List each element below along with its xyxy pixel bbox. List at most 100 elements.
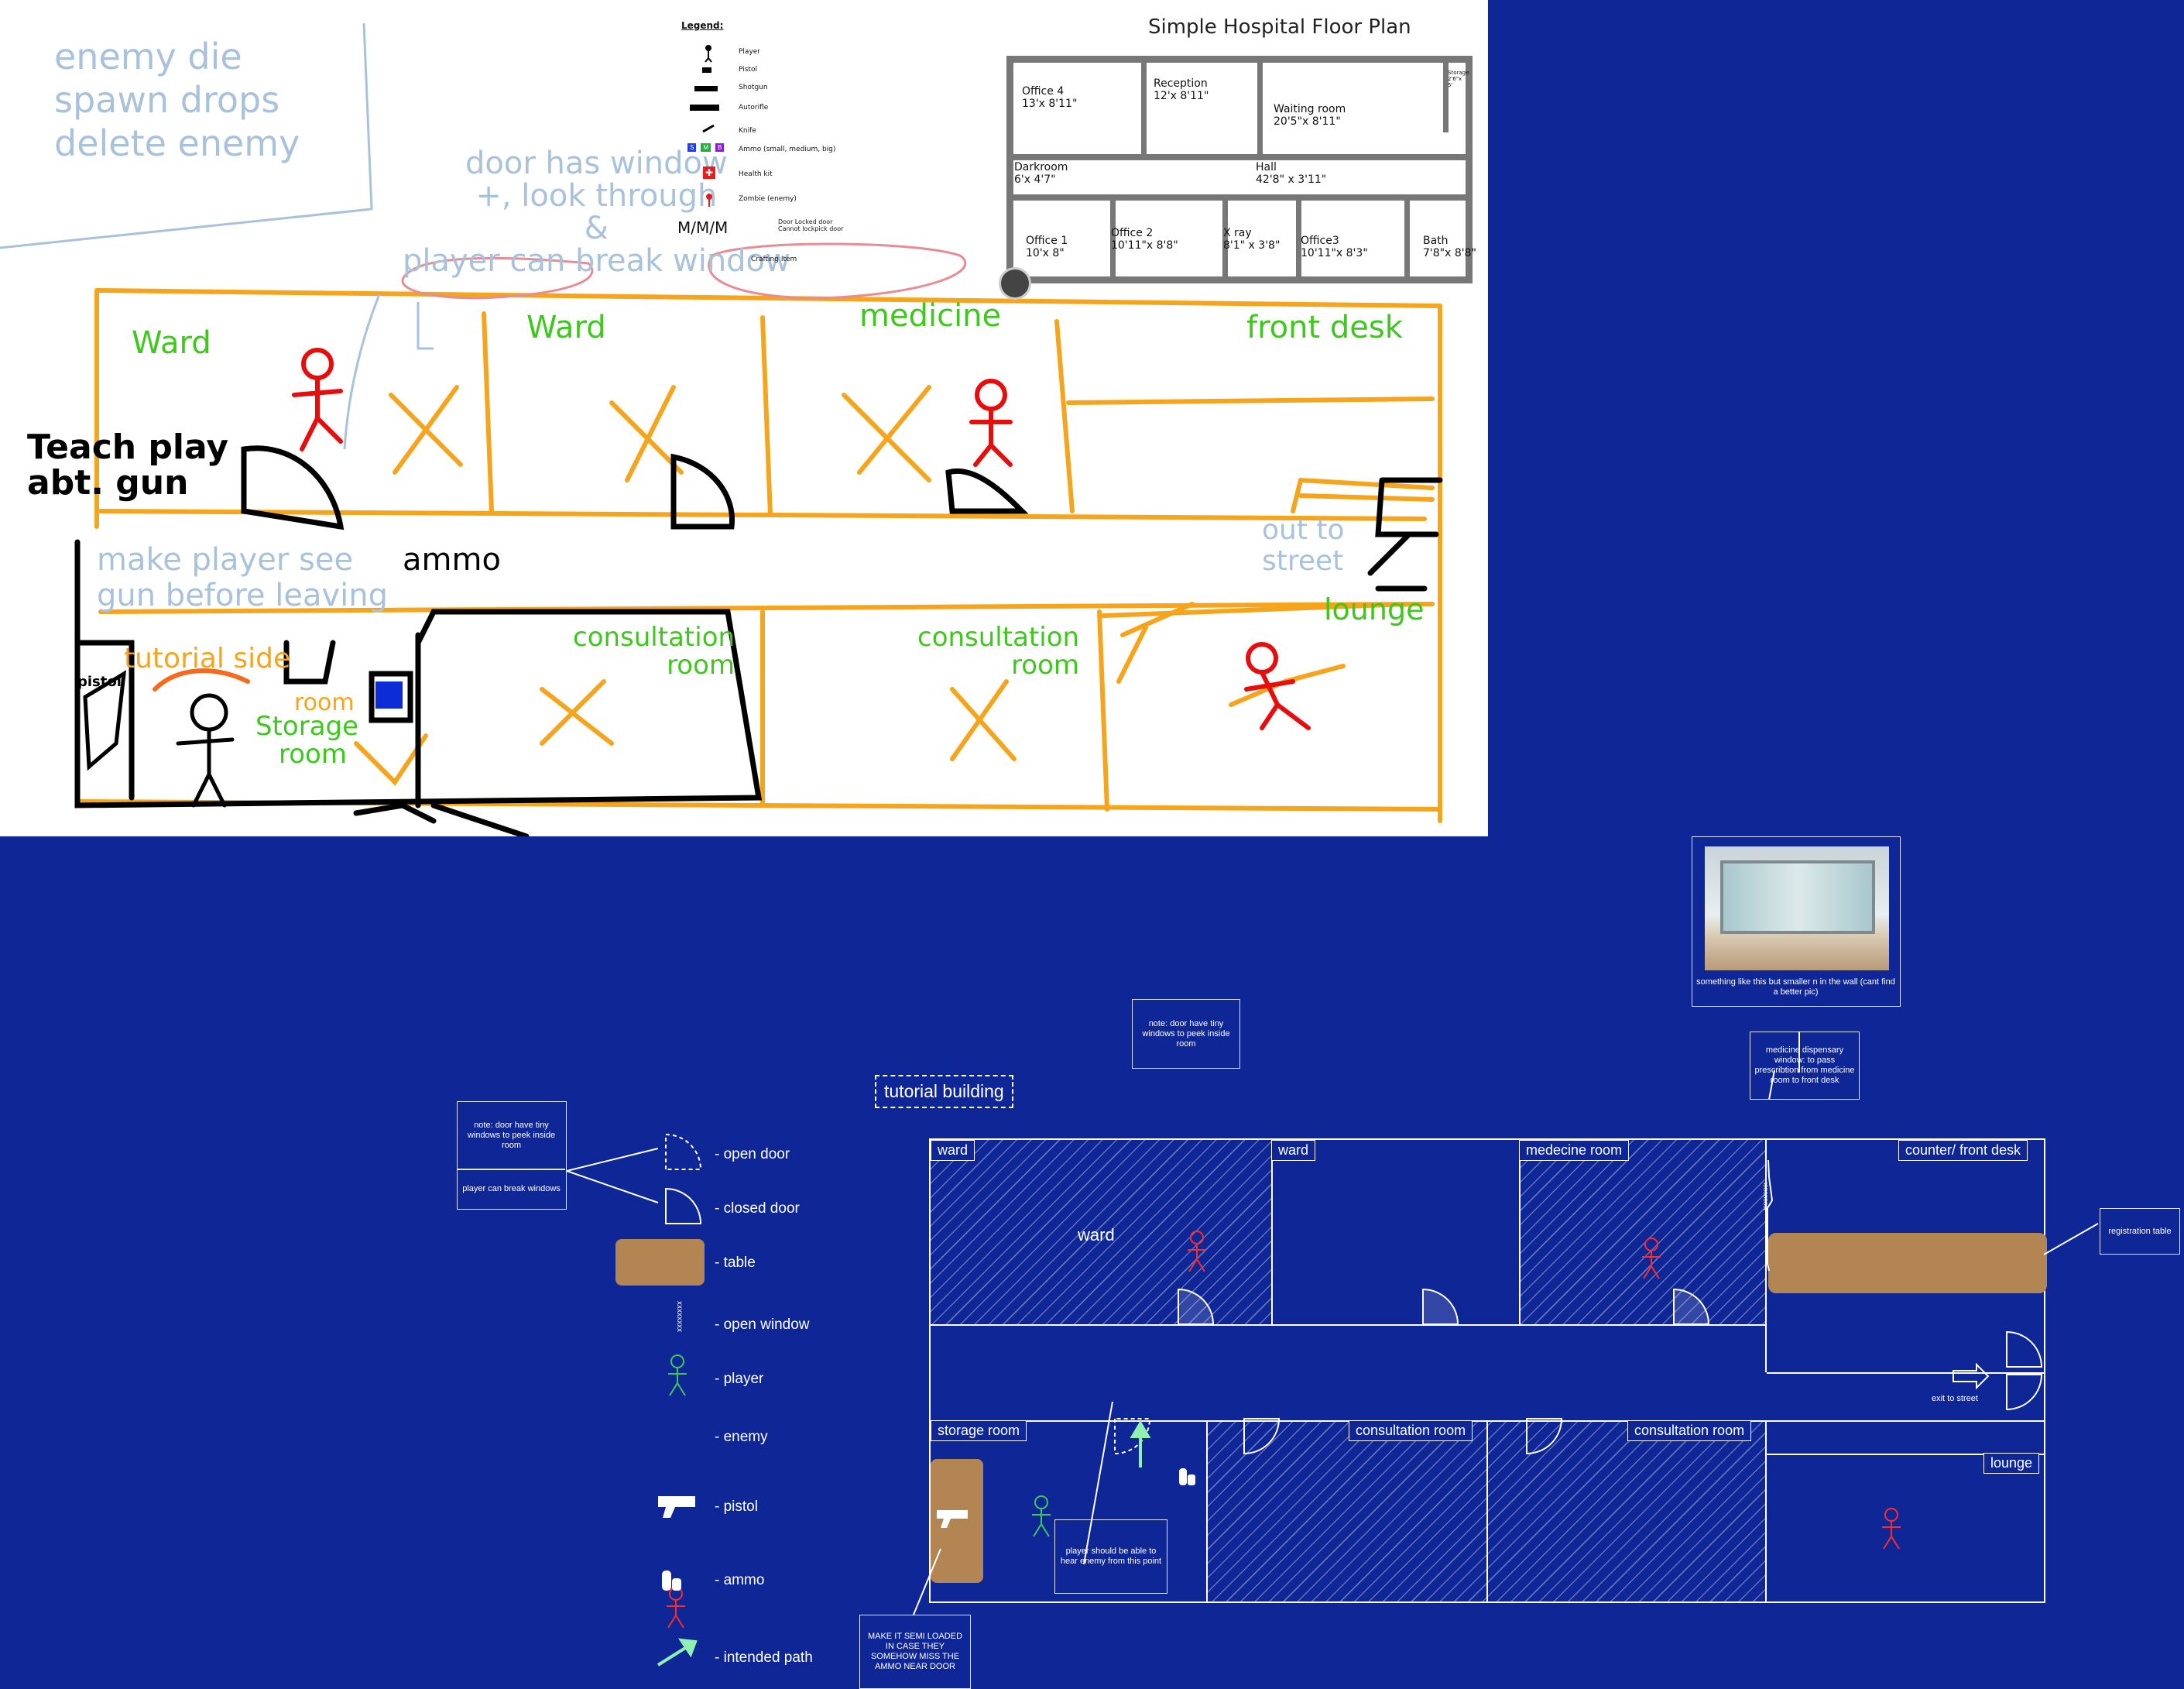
hatch-medicine [1519, 1140, 1767, 1324]
note-line: enemy die [54, 36, 242, 77]
legend-label-ammo: - ammo [715, 1572, 765, 1588]
tutorial-side-note: tutorial side [124, 643, 291, 675]
dispensary-window[interactable]: xxxxxxxx [1762, 1183, 1770, 1210]
pistol-note: pistol [77, 674, 122, 690]
sketch-wall-hall-top [98, 509, 1427, 521]
legend-closed-door-icon [665, 1187, 702, 1224]
autorifle-icon [690, 105, 719, 111]
wall-hall-bottom [931, 1420, 2045, 1422]
window-photo [1720, 860, 1875, 934]
pistol-icon [702, 67, 711, 73]
sketch-exit-line1 [1298, 478, 1435, 490]
sketch-wall-top [94, 288, 1442, 308]
fp-room-size: 10'11"x 8'3" [1301, 247, 1368, 259]
fp-room: Storage 2'6"x 5' [1448, 70, 1469, 88]
room-label-storage: storage room [931, 1420, 1027, 1441]
note-line: consultation [573, 622, 735, 653]
note-line: make player see [97, 542, 354, 578]
note-line: +, look through [475, 178, 718, 214]
legend-note-bottom: player can break windows [462, 1183, 561, 1193]
sketch-wall-black [353, 802, 406, 816]
teach-play-note: Teach play abt. gun [27, 430, 228, 501]
fp-room-size: 8'1" x 3'8" [1223, 239, 1281, 252]
ammo-small-icon: S [687, 143, 697, 152]
floor-plan-title: Simple Hospital Floor Plan [1148, 15, 1411, 39]
fp-room-size: 42'8" x 3'11" [1256, 173, 1327, 186]
storage-table [931, 1459, 983, 1583]
fp-room-size: 20'5"x 8'11" [1274, 115, 1341, 128]
wall [1141, 63, 1147, 154]
note-line: spawn drops [54, 79, 280, 121]
fp-room-name: Reception [1154, 77, 1208, 90]
fp-room-name: Office 2 [1111, 227, 1154, 239]
room-medicine-label: medicine [859, 298, 1002, 334]
legend-item: Health kit [739, 170, 773, 178]
rotate-icon[interactable] [999, 267, 1031, 300]
sketch-ammo-fill [375, 681, 403, 709]
sketch-exit-door [1375, 477, 1443, 537]
legend-door-glyph: M/M/M [677, 218, 729, 237]
wall [1257, 63, 1263, 154]
sketch-door [241, 445, 345, 530]
photo-caption: something like this but smaller n in the… [1696, 977, 1895, 997]
legend-label-open-window: - open window [715, 1317, 810, 1333]
wall [1486, 1420, 1488, 1603]
room-label-consultation2: consultation room [1627, 1420, 1752, 1441]
connector [566, 1170, 659, 1203]
door-window-note: door has window +, look through & player… [403, 147, 790, 277]
connector [1768, 1069, 1775, 1100]
wall [1206, 1420, 1208, 1603]
room-label-medicine: medecine room [1519, 1140, 1630, 1161]
storage-room-note: Storage room [255, 712, 358, 768]
make-player-see-note: make player see gun before leaving [97, 542, 388, 613]
wall [1013, 194, 1466, 201]
closed-door-icon [1422, 1288, 1459, 1325]
sketch-x [950, 679, 1017, 761]
building-outline: xxxxxxxx [929, 1138, 2047, 1603]
sketch-wall-black [283, 640, 336, 685]
exit-door-icon [2006, 1374, 2043, 1411]
sketch-x [540, 679, 614, 746]
pistol-icon [937, 1510, 968, 1528]
sketch-wall-div3 [1054, 319, 1075, 513]
fp-room-name: Bath [1423, 235, 1449, 247]
sketch-exit-line2 [1298, 493, 1435, 502]
wall [1296, 201, 1301, 278]
wall-hall-top [931, 1324, 1767, 1326]
sketch-wall-div1 [482, 311, 494, 513]
fp-room-size: 13'x 8'11" [1022, 98, 1078, 110]
legend-label-pistol: - pistol [715, 1498, 758, 1515]
wall [1013, 154, 1466, 160]
dispensary-note: medicine dispensary window: to pass pres… [1750, 1032, 1860, 1100]
legend-label-open-door: - open door [715, 1146, 790, 1162]
sketch-canvas: enemy die spawn drops delete enemy door … [0, 0, 1488, 836]
sketch-exit-door2 [1367, 531, 1428, 592]
room-label-consultation1: consultation room [1349, 1420, 1473, 1441]
note-line: Storage [255, 711, 359, 742]
legend-label-enemy: - enemy [715, 1429, 768, 1445]
sketch-note-box [0, 22, 373, 249]
fp-room-name: Office 1 [1026, 235, 1068, 247]
note-line: abt. gun [27, 463, 189, 503]
blueprint-icons: xxxxxxxx [566, 1032, 2099, 1667]
fp-room-size: 7'8"x 8'8" [1423, 247, 1476, 259]
sketch-wall-black [74, 640, 135, 801]
wall-frontdesk-bottom [1767, 1372, 2045, 1374]
wall [1110, 201, 1116, 278]
note-line: out to [1262, 514, 1345, 546]
room-consultation1-label: consultation room [573, 623, 735, 679]
room-lounge-label: lounge [1324, 592, 1425, 627]
room-front-desk-label: front desk [1246, 310, 1403, 345]
legend-item: Shotgun [739, 84, 768, 91]
room-note: room [294, 689, 355, 716]
connector [566, 1148, 659, 1172]
legend-label-table: - table [715, 1255, 756, 1271]
ammo-icon [1179, 1468, 1187, 1485]
floor-plan-outline [1006, 56, 1473, 283]
